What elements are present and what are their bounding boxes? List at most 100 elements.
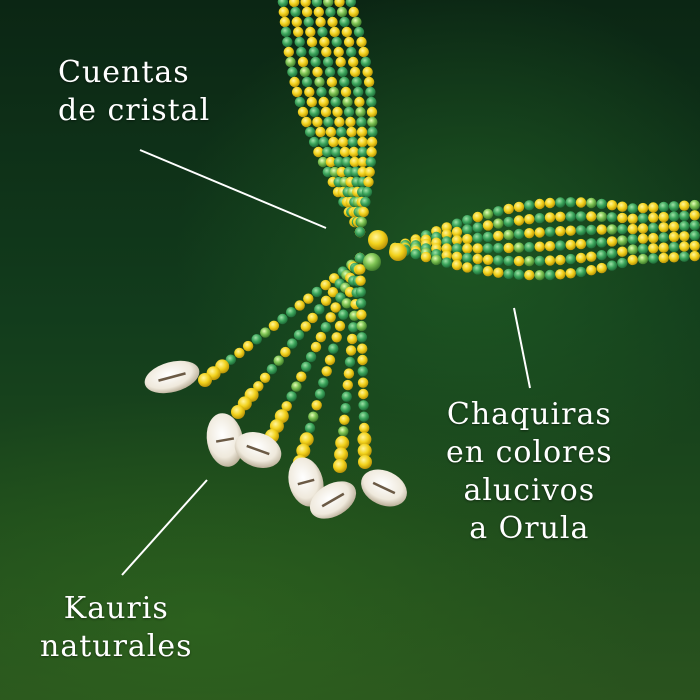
bead [342, 379, 353, 391]
bead [306, 96, 317, 108]
bead [689, 240, 700, 252]
bead [356, 309, 367, 320]
cowrie-shell-slit [372, 481, 396, 495]
bead [606, 224, 618, 235]
bead [357, 443, 372, 458]
pointer-line-chaquiras [513, 307, 531, 389]
bead [679, 220, 690, 232]
bead [648, 253, 659, 264]
bead [320, 106, 332, 118]
bead [335, 56, 346, 68]
bead [321, 366, 332, 377]
bead [278, 6, 289, 18]
bead [544, 212, 556, 223]
bead [482, 231, 494, 243]
bead [348, 6, 359, 18]
bead [679, 231, 690, 242]
bead [304, 86, 315, 98]
bead [575, 211, 587, 222]
bead [297, 106, 309, 118]
label-line: naturales [40, 629, 193, 664]
bead [555, 211, 566, 222]
bead [344, 356, 356, 368]
label-line: de cristal [58, 93, 211, 128]
bead [325, 156, 337, 168]
bead [555, 254, 566, 266]
bead [354, 96, 365, 108]
bead [303, 16, 314, 28]
bead [345, 0, 356, 8]
bead [658, 232, 669, 243]
bead [575, 266, 587, 278]
bead [325, 312, 336, 323]
bead [332, 106, 343, 118]
bead [637, 253, 649, 265]
bead [324, 354, 336, 366]
bead [251, 334, 262, 345]
bead [294, 96, 306, 108]
bead [313, 146, 324, 158]
bead [300, 0, 311, 8]
bead [356, 36, 367, 48]
bead [689, 220, 700, 231]
bead [648, 222, 659, 234]
bead [606, 260, 618, 271]
bead-strands [198, 0, 700, 473]
bead [617, 257, 628, 269]
bead [575, 197, 587, 208]
bead [334, 320, 346, 332]
bead [431, 254, 442, 266]
bead [627, 254, 638, 266]
bead [314, 76, 325, 88]
bead [368, 230, 388, 250]
bead [679, 210, 690, 222]
bead [357, 146, 368, 158]
bead [281, 401, 292, 412]
bead [356, 332, 368, 343]
bead [472, 222, 483, 233]
bead [493, 255, 504, 266]
cowrie-shell-slit [297, 478, 315, 486]
bead [363, 176, 374, 188]
bead [285, 56, 296, 68]
bead [648, 243, 659, 254]
bead [586, 197, 597, 209]
bead [355, 286, 366, 298]
bead [534, 255, 545, 267]
bead [357, 343, 368, 354]
cowrie-shell-slit [246, 444, 270, 456]
bead [354, 226, 366, 238]
bead [357, 156, 368, 168]
bead [260, 327, 271, 338]
bead [354, 252, 366, 264]
bead [689, 210, 700, 221]
bead [314, 388, 326, 400]
bead [493, 242, 504, 254]
bead [296, 371, 307, 382]
bead [339, 76, 350, 88]
cowrie-shells [144, 360, 407, 519]
bead [320, 322, 331, 333]
bead [266, 364, 278, 375]
bead [637, 213, 649, 224]
bead [336, 126, 347, 138]
bead [472, 211, 483, 223]
label-line: en colores [446, 435, 613, 470]
bead [451, 235, 463, 246]
bead [534, 270, 545, 281]
bead [503, 255, 514, 267]
bead [503, 203, 514, 215]
bead [322, 146, 333, 158]
bead [279, 16, 291, 28]
bead [318, 136, 329, 148]
bead [360, 56, 371, 68]
bead [689, 230, 700, 241]
bead [309, 106, 320, 118]
bead [301, 76, 313, 88]
bead [596, 224, 607, 235]
bead [524, 256, 535, 267]
bead [328, 136, 339, 148]
bead [287, 66, 298, 78]
bead [359, 422, 370, 434]
bead [349, 66, 361, 78]
